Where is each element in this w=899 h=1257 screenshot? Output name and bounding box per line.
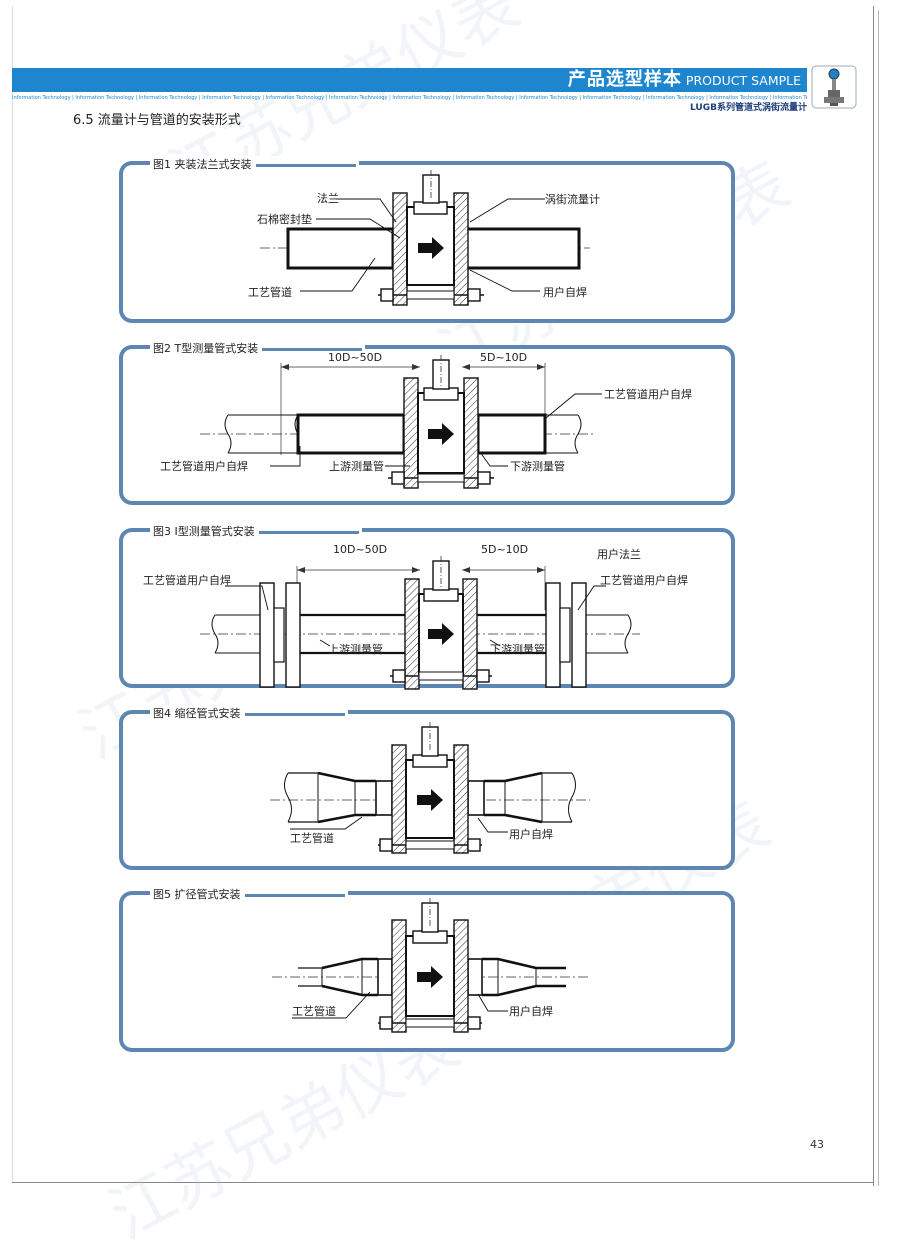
page-edge	[12, 1182, 874, 1183]
label-weld: 用户自焊	[543, 286, 587, 299]
page-edge	[12, 6, 13, 1182]
header-ticker: Information Technology | Information Tec…	[12, 95, 807, 101]
label-dim-upstream: 10D~50D	[333, 543, 388, 556]
label-downstream-tube: 下游测量管	[490, 643, 545, 656]
label-weld: 用户自焊	[509, 1005, 553, 1018]
page-edge	[878, 10, 879, 1186]
label-downstream-tube: 下游测量管	[510, 460, 565, 473]
figure-3-title: 图3 I型测量管式安装	[150, 523, 362, 539]
header-title-en: PRODUCT SAMPLE	[685, 73, 801, 88]
figure-3-diagram	[200, 556, 640, 690]
page-edge	[873, 6, 874, 1186]
label-weld-left: 工艺管道用户自焊	[160, 460, 248, 473]
figure-2-diagram	[200, 355, 602, 489]
label-user-flange: 用户法兰	[597, 548, 641, 561]
label-upstream-tube: 上游测量管	[328, 643, 383, 656]
figure-1-title: 图1 夹装法兰式安装	[150, 156, 359, 172]
label-weld-right: 工艺管道用户自焊	[604, 388, 692, 401]
figure-5-title: 图5 扩径管式安装	[150, 886, 348, 902]
header-subtitle: LUGB系列管道式涡街流量计	[690, 103, 807, 113]
label-meter: 涡街流量计	[545, 193, 600, 206]
figure-1-diagram	[260, 170, 590, 306]
figure-4-title: 图4 缩径管式安装	[150, 705, 348, 721]
figure-4-diagram	[270, 722, 590, 854]
flowmeter-product-icon	[811, 65, 857, 109]
figure-2-title: 图2 T型测量管式安装	[150, 340, 366, 356]
label-weld-right: 工艺管道用户自焊	[600, 574, 688, 587]
label-pipe: 工艺管道	[290, 832, 334, 845]
page-number: 43	[810, 1138, 824, 1151]
label-dim-upstream: 10D~50D	[328, 351, 383, 364]
header-title-cn: 产品选型样本	[567, 69, 682, 90]
label-pipe: 工艺管道	[292, 1005, 336, 1018]
figure-5-diagram	[272, 898, 588, 1033]
label-weld-left: 工艺管道用户自焊	[143, 574, 231, 587]
label-dim-downstream: 5D~10D	[480, 351, 528, 364]
section-title: 6.5 流量计与管道的安装形式	[73, 113, 241, 128]
label-gasket: 石棉密封垫	[257, 213, 312, 226]
label-dim-downstream: 5D~10D	[481, 543, 529, 556]
label-flange: 法兰	[317, 192, 339, 205]
label-weld: 用户自焊	[509, 828, 553, 841]
label-pipe: 工艺管道	[248, 286, 292, 299]
label-upstream-tube: 上游测量管	[329, 460, 384, 473]
